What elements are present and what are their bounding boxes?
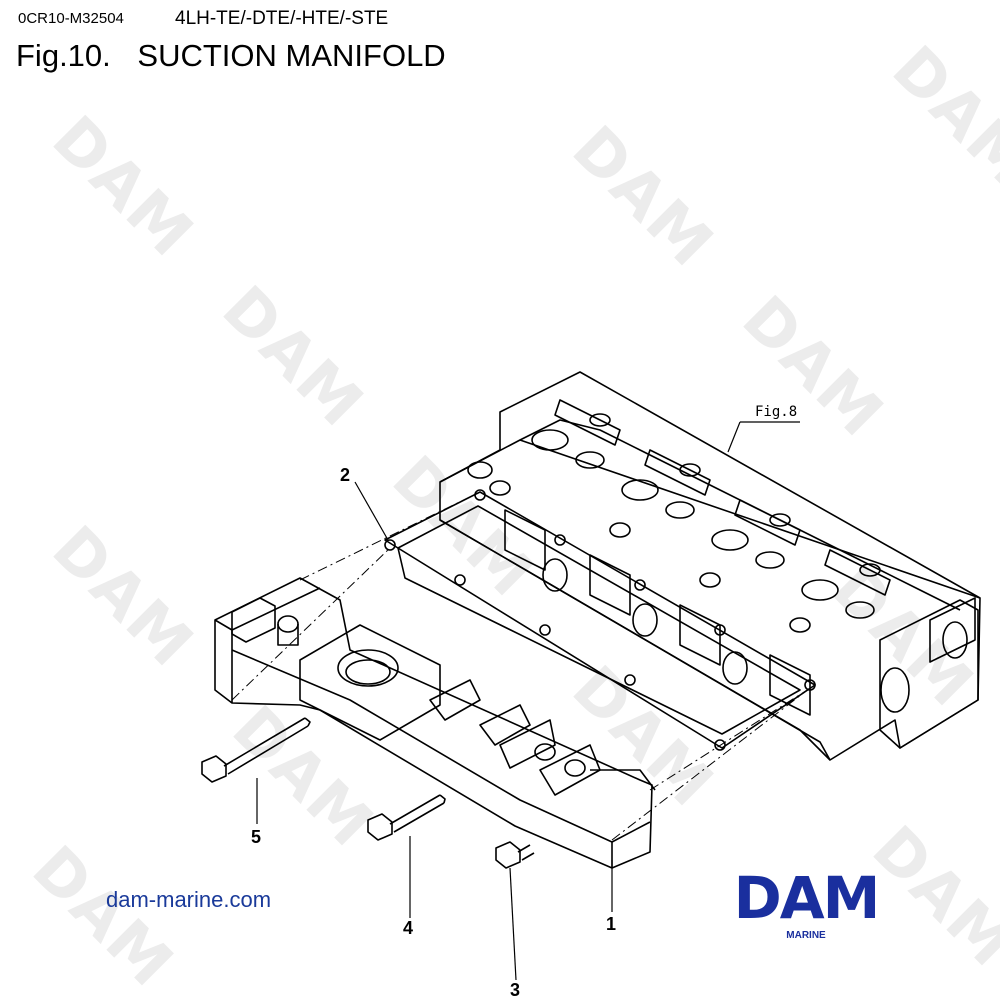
document-code: 0CR10-M32504 <box>18 10 124 27</box>
bolt-4-drawing <box>367 794 446 841</box>
callout-4: 4 <box>403 918 413 938</box>
logo-subtext: MARINE <box>786 930 826 941</box>
callout-3: 3 <box>510 980 520 1000</box>
cylinder-head-drawing <box>439 371 981 761</box>
alignment-lines <box>231 491 816 841</box>
logo-text: DAM <box>733 864 881 932</box>
manifold-drawing <box>214 577 656 869</box>
fig8-reference-label: Fig.8 <box>755 404 797 420</box>
dam-marine-logo: DAM MARINE <box>716 864 896 944</box>
figure-name: SUCTION MANIFOLD <box>137 38 446 73</box>
figure-title: Fig.10. SUCTION MANIFOLD <box>16 38 446 74</box>
callout-2: 2 <box>340 465 350 485</box>
engine-models: 4LH-TE/-DTE/-HTE/-STE <box>175 8 389 29</box>
callout-1: 1 <box>606 914 616 934</box>
figure-number: Fig.10. <box>16 38 111 73</box>
leader-lines <box>256 421 800 981</box>
callout-5: 5 <box>251 827 261 847</box>
gasket-drawing <box>384 489 816 751</box>
bolt-5-drawing <box>201 717 311 783</box>
website-link[interactable]: dam-marine.com <box>106 887 272 912</box>
bolt-3-drawing <box>495 841 535 869</box>
